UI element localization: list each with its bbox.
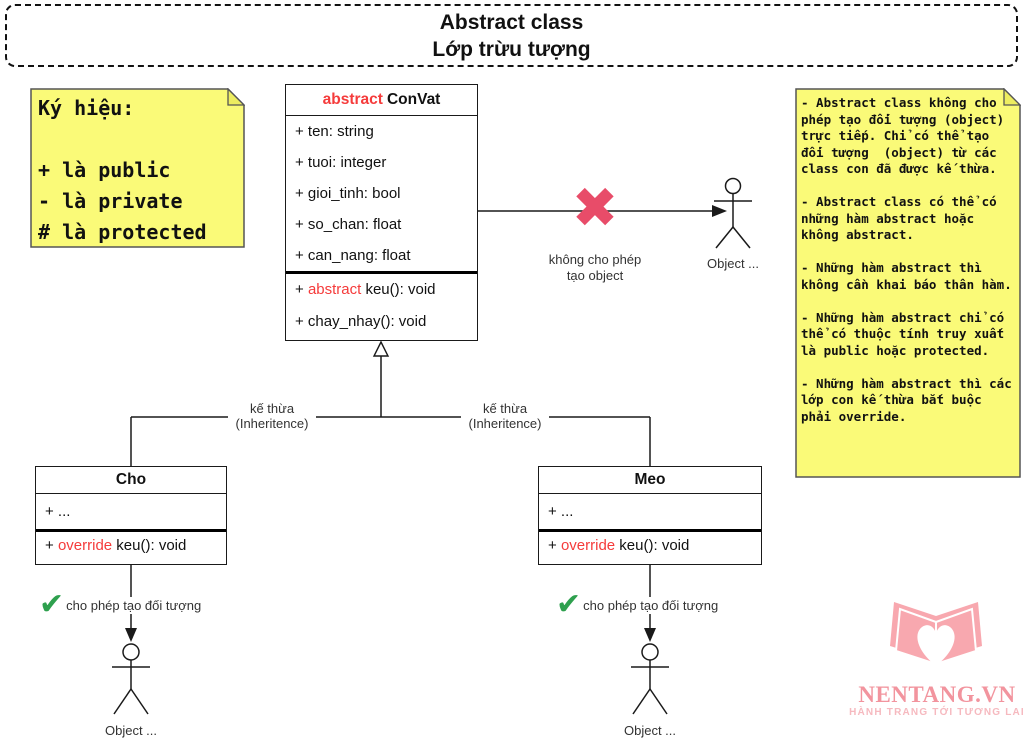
- info-note-text: - Abstract class không cho phép tạo đối …: [801, 95, 1012, 424]
- attribute-row: + can_nang: float: [295, 247, 411, 264]
- inheritance-connector: [130, 340, 651, 466]
- allow-create-left: ✔ cho phép tạo đối tượng: [39, 587, 203, 622]
- note-fold-icon: [227, 88, 245, 106]
- label-no-create-line2: tạo object: [566, 268, 624, 283]
- stereotype-abstract: abstract: [322, 91, 383, 108]
- stick-figure-bottom-right-icon: [631, 643, 669, 715]
- legend-note-text: Ký hiệu: + là public - là private # là p…: [38, 96, 207, 244]
- logo-name: NENTANG.VN: [858, 682, 1016, 707]
- attribute-row: + gioi_tinh: bool: [295, 185, 401, 202]
- title-line-1: Abstract class: [439, 11, 584, 34]
- cross-icon: ✖: [571, 176, 619, 241]
- label-inherit-line1: kế thừa: [482, 401, 528, 416]
- info-note: [795, 88, 1021, 478]
- label-inherit-line2: (Inheritence): [468, 416, 542, 431]
- logo-book-icon: [890, 602, 982, 666]
- label-no-create: không cho phép tạo object: [533, 252, 657, 284]
- class-convat-attributes: + ten: string + tuoi: integer + gioi_tin…: [286, 116, 477, 271]
- class-convat: abstract ConVat + ten: string + tuoi: in…: [285, 84, 478, 341]
- method-prefix: +: [548, 536, 561, 554]
- attribute-row: + ...: [548, 503, 574, 520]
- label-object-bottom-left: Object ...: [104, 723, 158, 738]
- legend-note: [30, 88, 245, 248]
- method-signature: keu(): void: [361, 281, 436, 299]
- attribute-row: + so_chan: float: [295, 216, 402, 233]
- allow-create-right: ✔ cho phép tạo đối tượng: [556, 587, 720, 622]
- class-convat-header: abstract ConVat: [286, 85, 477, 116]
- method-prefix: +: [295, 281, 308, 299]
- logo-tagline: HÀNH TRANG TỚI TƯƠNG LAI: [849, 707, 1024, 718]
- attribute-row: + ...: [45, 503, 71, 520]
- method-row: + abstract keu(): void: [286, 274, 477, 306]
- label-object-top: Object ...: [706, 256, 760, 271]
- class-cho: Cho + ... + override keu(): void: [35, 466, 227, 565]
- stick-figure-top-right-icon: [714, 177, 752, 249]
- label-object-bottom-right: Object ...: [623, 723, 677, 738]
- check-icon: ✔: [39, 587, 65, 622]
- label-inheritance-left: kế thừa (Inheritence): [228, 401, 316, 431]
- note-fold-icon: [1003, 88, 1021, 106]
- allow-create-label: cho phép tạo đối tượng: [65, 596, 203, 614]
- method-signature: keu(): void: [112, 536, 187, 554]
- keyword-override: override: [560, 536, 616, 554]
- blocked-object-arrow: [478, 205, 727, 217]
- check-icon: ✔: [556, 587, 582, 622]
- title-box: Abstract class Lớp trừu tượng: [5, 4, 1018, 67]
- class-convat-methods: + abstract keu(): void + chay_nhay(): vo…: [286, 271, 477, 337]
- method-row: + override keu(): void: [539, 529, 761, 558]
- keyword-abstract: abstract: [307, 281, 362, 299]
- method-prefix: +: [45, 536, 58, 554]
- method-row: + chay_nhay(): void: [295, 312, 427, 330]
- method-signature: keu(): void: [615, 536, 690, 554]
- keyword-override: override: [57, 536, 113, 554]
- class-convat-name: ConVat: [386, 91, 441, 108]
- class-meo: Meo + ... + override keu(): void: [538, 466, 762, 565]
- attribute-row: + tuoi: integer: [295, 154, 387, 171]
- label-inheritance-right: kế thừa (Inheritence): [461, 401, 549, 431]
- class-cho-name: Cho: [36, 467, 226, 494]
- heart-icon: [917, 625, 955, 666]
- allow-create-label: cho phép tạo đối tượng: [582, 596, 720, 614]
- label-inherit-line1: kế thừa: [249, 401, 295, 416]
- attribute-row: + ten: string: [295, 123, 374, 140]
- class-meo-name: Meo: [539, 467, 761, 494]
- title-line-2: Lớp trừu tượng: [432, 38, 591, 61]
- label-inherit-line2: (Inheritence): [235, 416, 309, 431]
- method-row: + override keu(): void: [36, 529, 226, 558]
- label-no-create-line1: không cho phép: [548, 252, 642, 267]
- stick-figure-bottom-left-icon: [112, 643, 150, 715]
